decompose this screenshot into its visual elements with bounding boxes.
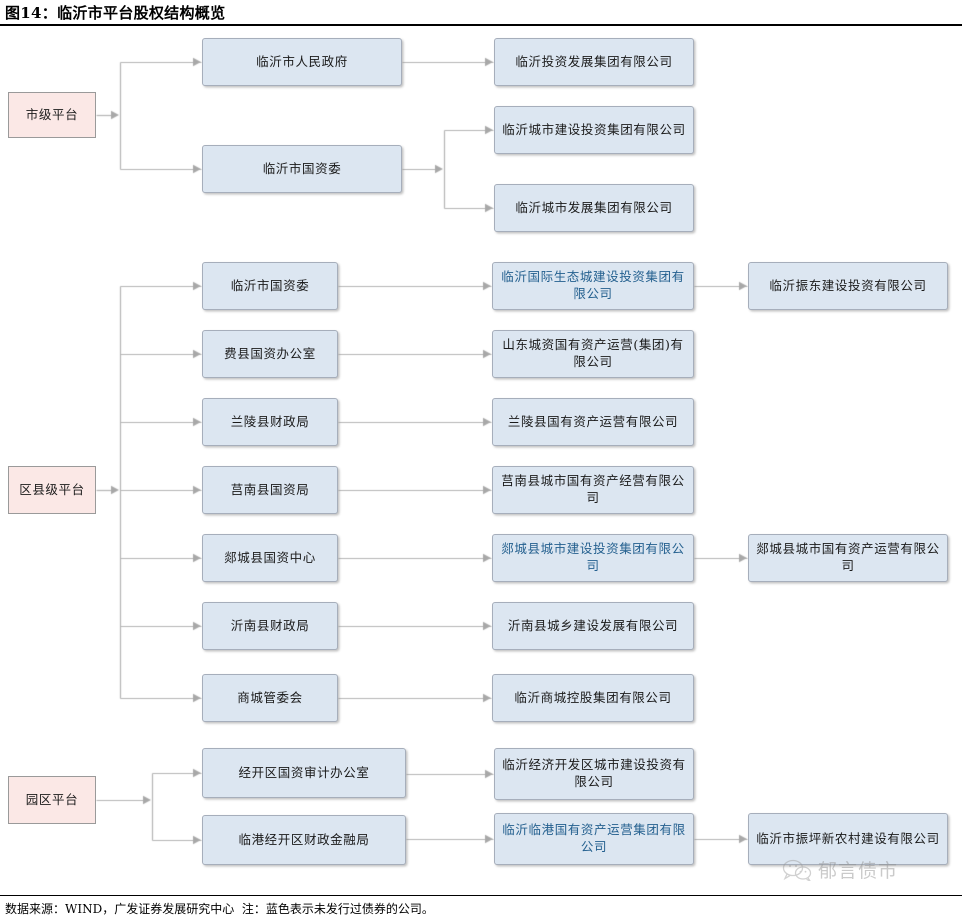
org-node-d2-owner: 费县国资办公室 <box>202 330 338 378</box>
org-node-d5-company: 郯城县城市建设投资集团有限公司 <box>492 534 694 582</box>
org-node-p2-sub: 临沂市振坪新农村建设有限公司 <box>748 813 948 865</box>
org-node-d3-owner: 兰陵县财政局 <box>202 398 338 446</box>
org-node-d5-sub: 郯城县城市国有资产运营有限公司 <box>748 534 948 582</box>
group-label-city-platform: 市级平台 <box>8 92 96 138</box>
org-node-city-urban-dev: 临沂城市发展集团有限公司 <box>494 184 694 232</box>
watermark-label: 郁言债市 <box>818 860 899 882</box>
org-node-d1-owner: 临沂市国资委 <box>202 262 338 310</box>
group-label-park-platform: 园区平台 <box>8 776 96 824</box>
org-node-city-invest-dev: 临沂投资发展集团有限公司 <box>494 38 694 86</box>
org-node-d4-owner: 莒南县国资局 <box>202 466 338 514</box>
org-node-d3-company: 兰陵县国有资产运营有限公司 <box>492 398 694 446</box>
org-node-d6-owner: 沂南县财政局 <box>202 602 338 650</box>
org-node-d1-sub: 临沂振东建设投资有限公司 <box>748 262 948 310</box>
watermark: 郁言债市 <box>782 856 898 883</box>
figure-title-bar: 图14：临沂市平台股权结构概览 <box>0 0 962 26</box>
page-title: 图14：临沂市平台股权结构概览 <box>5 3 226 22</box>
org-node-d7-owner: 商城管委会 <box>202 674 338 722</box>
wechat-icon <box>782 859 812 881</box>
org-node-p2-company: 临沂临港国有资产运营集团有限公司 <box>494 813 694 865</box>
org-node-d2-company: 山东城资国有资产运营(集团)有限公司 <box>492 330 694 378</box>
org-node-city-urban-construct: 临沂城市建设投资集团有限公司 <box>494 106 694 154</box>
org-node-city-sasac: 临沂市国资委 <box>202 145 402 193</box>
org-node-p2-owner: 临港经开区财政金融局 <box>202 815 406 865</box>
org-node-d5-owner: 郯城县国资中心 <box>202 534 338 582</box>
group-label-district-platform: 区县级平台 <box>8 466 96 514</box>
org-node-city-gov: 临沂市人民政府 <box>202 38 402 86</box>
org-node-d4-company: 莒南县城市国有资产经营有限公司 <box>492 466 694 514</box>
org-node-d6-company: 沂南县城乡建设发展有限公司 <box>492 602 694 650</box>
org-node-d1-company: 临沂国际生态城建设投资集团有限公司 <box>492 262 694 310</box>
org-node-d7-company: 临沂商城控股集团有限公司 <box>492 674 694 722</box>
figure-footer-bar: 数据来源：WIND，广发证券发展研究中心 注：蓝色表示未发行过债券的公司。 <box>0 895 962 921</box>
org-node-p1-owner: 经开区国资审计办公室 <box>202 748 406 798</box>
org-node-p1-company: 临沂经济开发区城市建设投资有限公司 <box>494 748 694 800</box>
source-note: 数据来源：WIND，广发证券发展研究中心 注：蓝色表示未发行过债券的公司。 <box>5 902 434 916</box>
